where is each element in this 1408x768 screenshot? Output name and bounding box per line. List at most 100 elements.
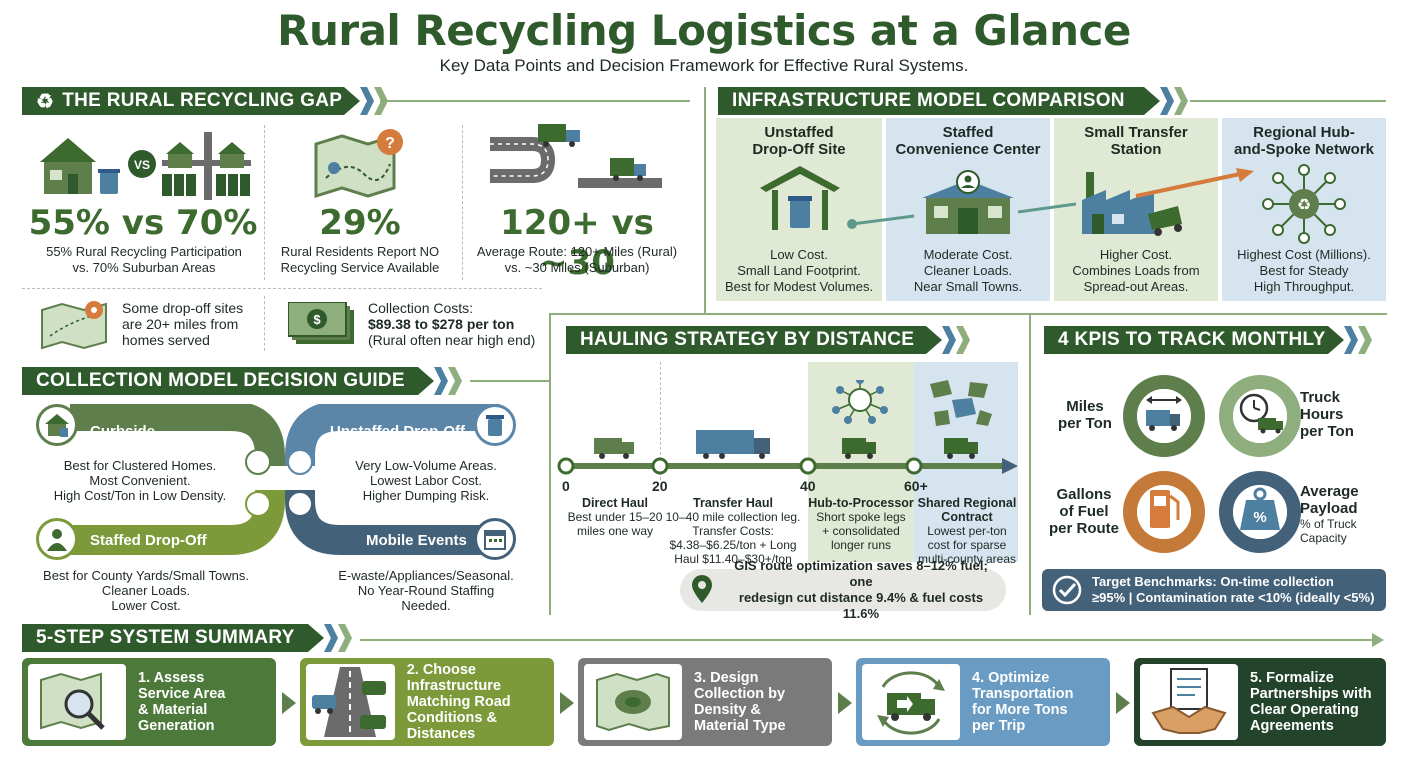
section-border xyxy=(1029,313,1031,615)
road-cars-icon xyxy=(312,667,387,737)
kpi-header: 4 KPIS TO TRACK MONTHLY xyxy=(1044,326,1372,354)
kpi-rings: % xyxy=(1123,375,1301,553)
staffed-desc: Cleaner Loads. xyxy=(101,583,191,598)
haul-transfer-title: Transfer Haul xyxy=(693,496,773,510)
svg-text:VS: VS xyxy=(134,158,150,172)
hauling-distance-graphic xyxy=(557,380,1018,475)
kpi-payload-sub: Capacity xyxy=(1300,531,1347,545)
step-2-text: Matching Road xyxy=(406,694,511,710)
infra-header: INFRASTRUCTURE MODEL COMPARISON xyxy=(718,87,1188,115)
page-subtitle: Key Data Points and Decision Framework f… xyxy=(439,56,969,75)
steps-heading: 5-STEP SYSTEM SUMMARY xyxy=(36,627,295,648)
stat-participation-caption-1: 55% Rural Recycling Participation xyxy=(46,244,242,259)
dropoff-distance-1: Some drop-off sites xyxy=(122,300,244,316)
tick-60: 60+ xyxy=(904,478,928,494)
haul-hub-desc: Short spoke legs xyxy=(816,510,906,524)
hub-spoke-icon: ♻ xyxy=(1262,164,1346,244)
infra-heading: INFRASTRUCTURE MODEL COMPARISON xyxy=(732,90,1125,111)
unstaffed-desc: Very Low-Volume Areas. xyxy=(355,458,497,473)
steps-rule-arrow xyxy=(1372,633,1384,647)
route-trucks-icon xyxy=(490,124,662,188)
kpi-hours-label: Truck xyxy=(1300,389,1341,406)
divider xyxy=(660,362,661,480)
gis-note-line-2: redesign cut distance 9.4% & fuel costs … xyxy=(738,590,984,621)
steps-header: 5-STEP SYSTEM SUMMARY xyxy=(22,624,352,652)
kpi-fuel-label: of Fuel xyxy=(1059,503,1109,520)
recycle-icon: ♻ xyxy=(36,90,55,113)
haul-regional-desc: cost for sparse xyxy=(927,538,1007,552)
mobile-desc: No Year-Round Staffing xyxy=(357,583,495,598)
dropoff-distance-2: are 20+ miles from xyxy=(122,316,239,332)
divider xyxy=(264,296,265,351)
step-1-text: & Material xyxy=(138,702,208,718)
kpi-fuel-label: Gallons xyxy=(1056,486,1112,503)
model-curbside-label: Curbside xyxy=(90,423,156,440)
tick-40: 40 xyxy=(800,478,816,494)
step-2-text: Infrastructure xyxy=(406,678,501,694)
section-border xyxy=(549,313,551,615)
step-4-text: for More Tons xyxy=(972,702,1068,718)
haul-hub-title: Hub-to-Processor xyxy=(808,496,914,510)
haul-regional-title: Contract xyxy=(941,510,993,524)
step-arrow xyxy=(838,692,852,714)
step-5-text: Agreements xyxy=(1250,718,1334,734)
truck-cycle-icon xyxy=(877,671,945,735)
infra-desc: Near Small Towns. xyxy=(913,279,1023,294)
hauling-header: HAULING STRATEGY BY DISTANCE xyxy=(566,326,970,354)
infra-title: Staffed xyxy=(942,124,994,141)
stat-route-caption-2: vs. ~30 Miles (Suburban) xyxy=(504,260,650,275)
curbside-desc: High Cost/Ton in Low Density. xyxy=(53,488,227,503)
step-4-text: Transportation xyxy=(972,686,1074,702)
collection-header: COLLECTION MODEL DECISION GUIDE xyxy=(22,367,462,395)
mobile-desc: E-waste/Appliances/Seasonal. xyxy=(338,568,514,583)
stat-participation: 55% vs 70% xyxy=(28,203,258,243)
map-question-icon: ? xyxy=(314,129,403,198)
money-icon: $ xyxy=(288,302,354,344)
stat-route-caption-1: Average Route: 120+ Miles (Rural) xyxy=(476,244,678,259)
map-magnifier-icon xyxy=(40,672,105,730)
kpi-miles-label: per Ton xyxy=(1058,415,1112,432)
hauling-heading: HAULING STRATEGY BY DISTANCE xyxy=(580,329,915,350)
step-4-text: 4. Optimize xyxy=(972,670,1050,686)
collection-cost-1: Collection Costs: xyxy=(368,300,474,316)
collection-cost-3: (Rural often near high end) xyxy=(368,332,536,348)
divider xyxy=(264,125,265,280)
collection-flow-graphic xyxy=(70,404,500,555)
stat-no-service-caption-1: Rural Residents Report NO xyxy=(280,244,440,259)
steps-rule xyxy=(360,639,1376,641)
infra-desc: Spread-out Areas. xyxy=(1083,279,1189,294)
houses-compare-icon: VS xyxy=(40,132,251,200)
kpi-payload-label: Average xyxy=(1300,483,1359,500)
step-1-text: Generation xyxy=(138,718,215,734)
step-3-text: Density & xyxy=(694,702,761,718)
step-arrow xyxy=(560,692,574,714)
stat-no-service-caption-2: Recycling Service Available xyxy=(280,260,440,275)
infra-desc: Higher Cost. xyxy=(1099,247,1173,262)
infra-progression-arrows xyxy=(847,168,1254,229)
gis-note: GIS route optimization saves 8–12% fuel;… xyxy=(680,558,1006,621)
collection-rule xyxy=(470,380,550,382)
infra-desc: Best for Modest Volumes. xyxy=(724,279,874,294)
curbside-desc: Best for Clustered Homes. xyxy=(63,458,217,473)
infra-desc: Moderate Cost. xyxy=(923,247,1013,262)
check-icon xyxy=(1052,575,1082,605)
infra-rule xyxy=(1190,100,1386,102)
infra-title: Unstaffed xyxy=(764,124,834,141)
step-5-text: Partnerships with xyxy=(1250,686,1372,702)
density-map-icon xyxy=(596,672,670,732)
kpi-payload-sub: % of Truck xyxy=(1300,517,1357,531)
collection-cost-2: $89.38 to $278 per ton xyxy=(368,316,515,332)
staffed-desc: Best for County Yards/Small Towns. xyxy=(43,568,249,583)
infra-desc: Highest Cost (Millions). xyxy=(1237,247,1371,262)
infra-desc: Cleaner Loads. xyxy=(923,263,1013,278)
step-5-text: 5. Formalize xyxy=(1250,670,1334,686)
kpi-percent-symbol: % xyxy=(1253,509,1266,526)
infra-desc: Small Land Footprint. xyxy=(737,263,861,278)
step-2-text: 2. Choose xyxy=(406,662,476,678)
attendant-icon xyxy=(36,518,78,560)
stat-participation-caption-2: vs. 70% Suburban Areas xyxy=(72,260,216,275)
section-border xyxy=(704,87,706,313)
building-staff-icon xyxy=(922,170,1014,234)
